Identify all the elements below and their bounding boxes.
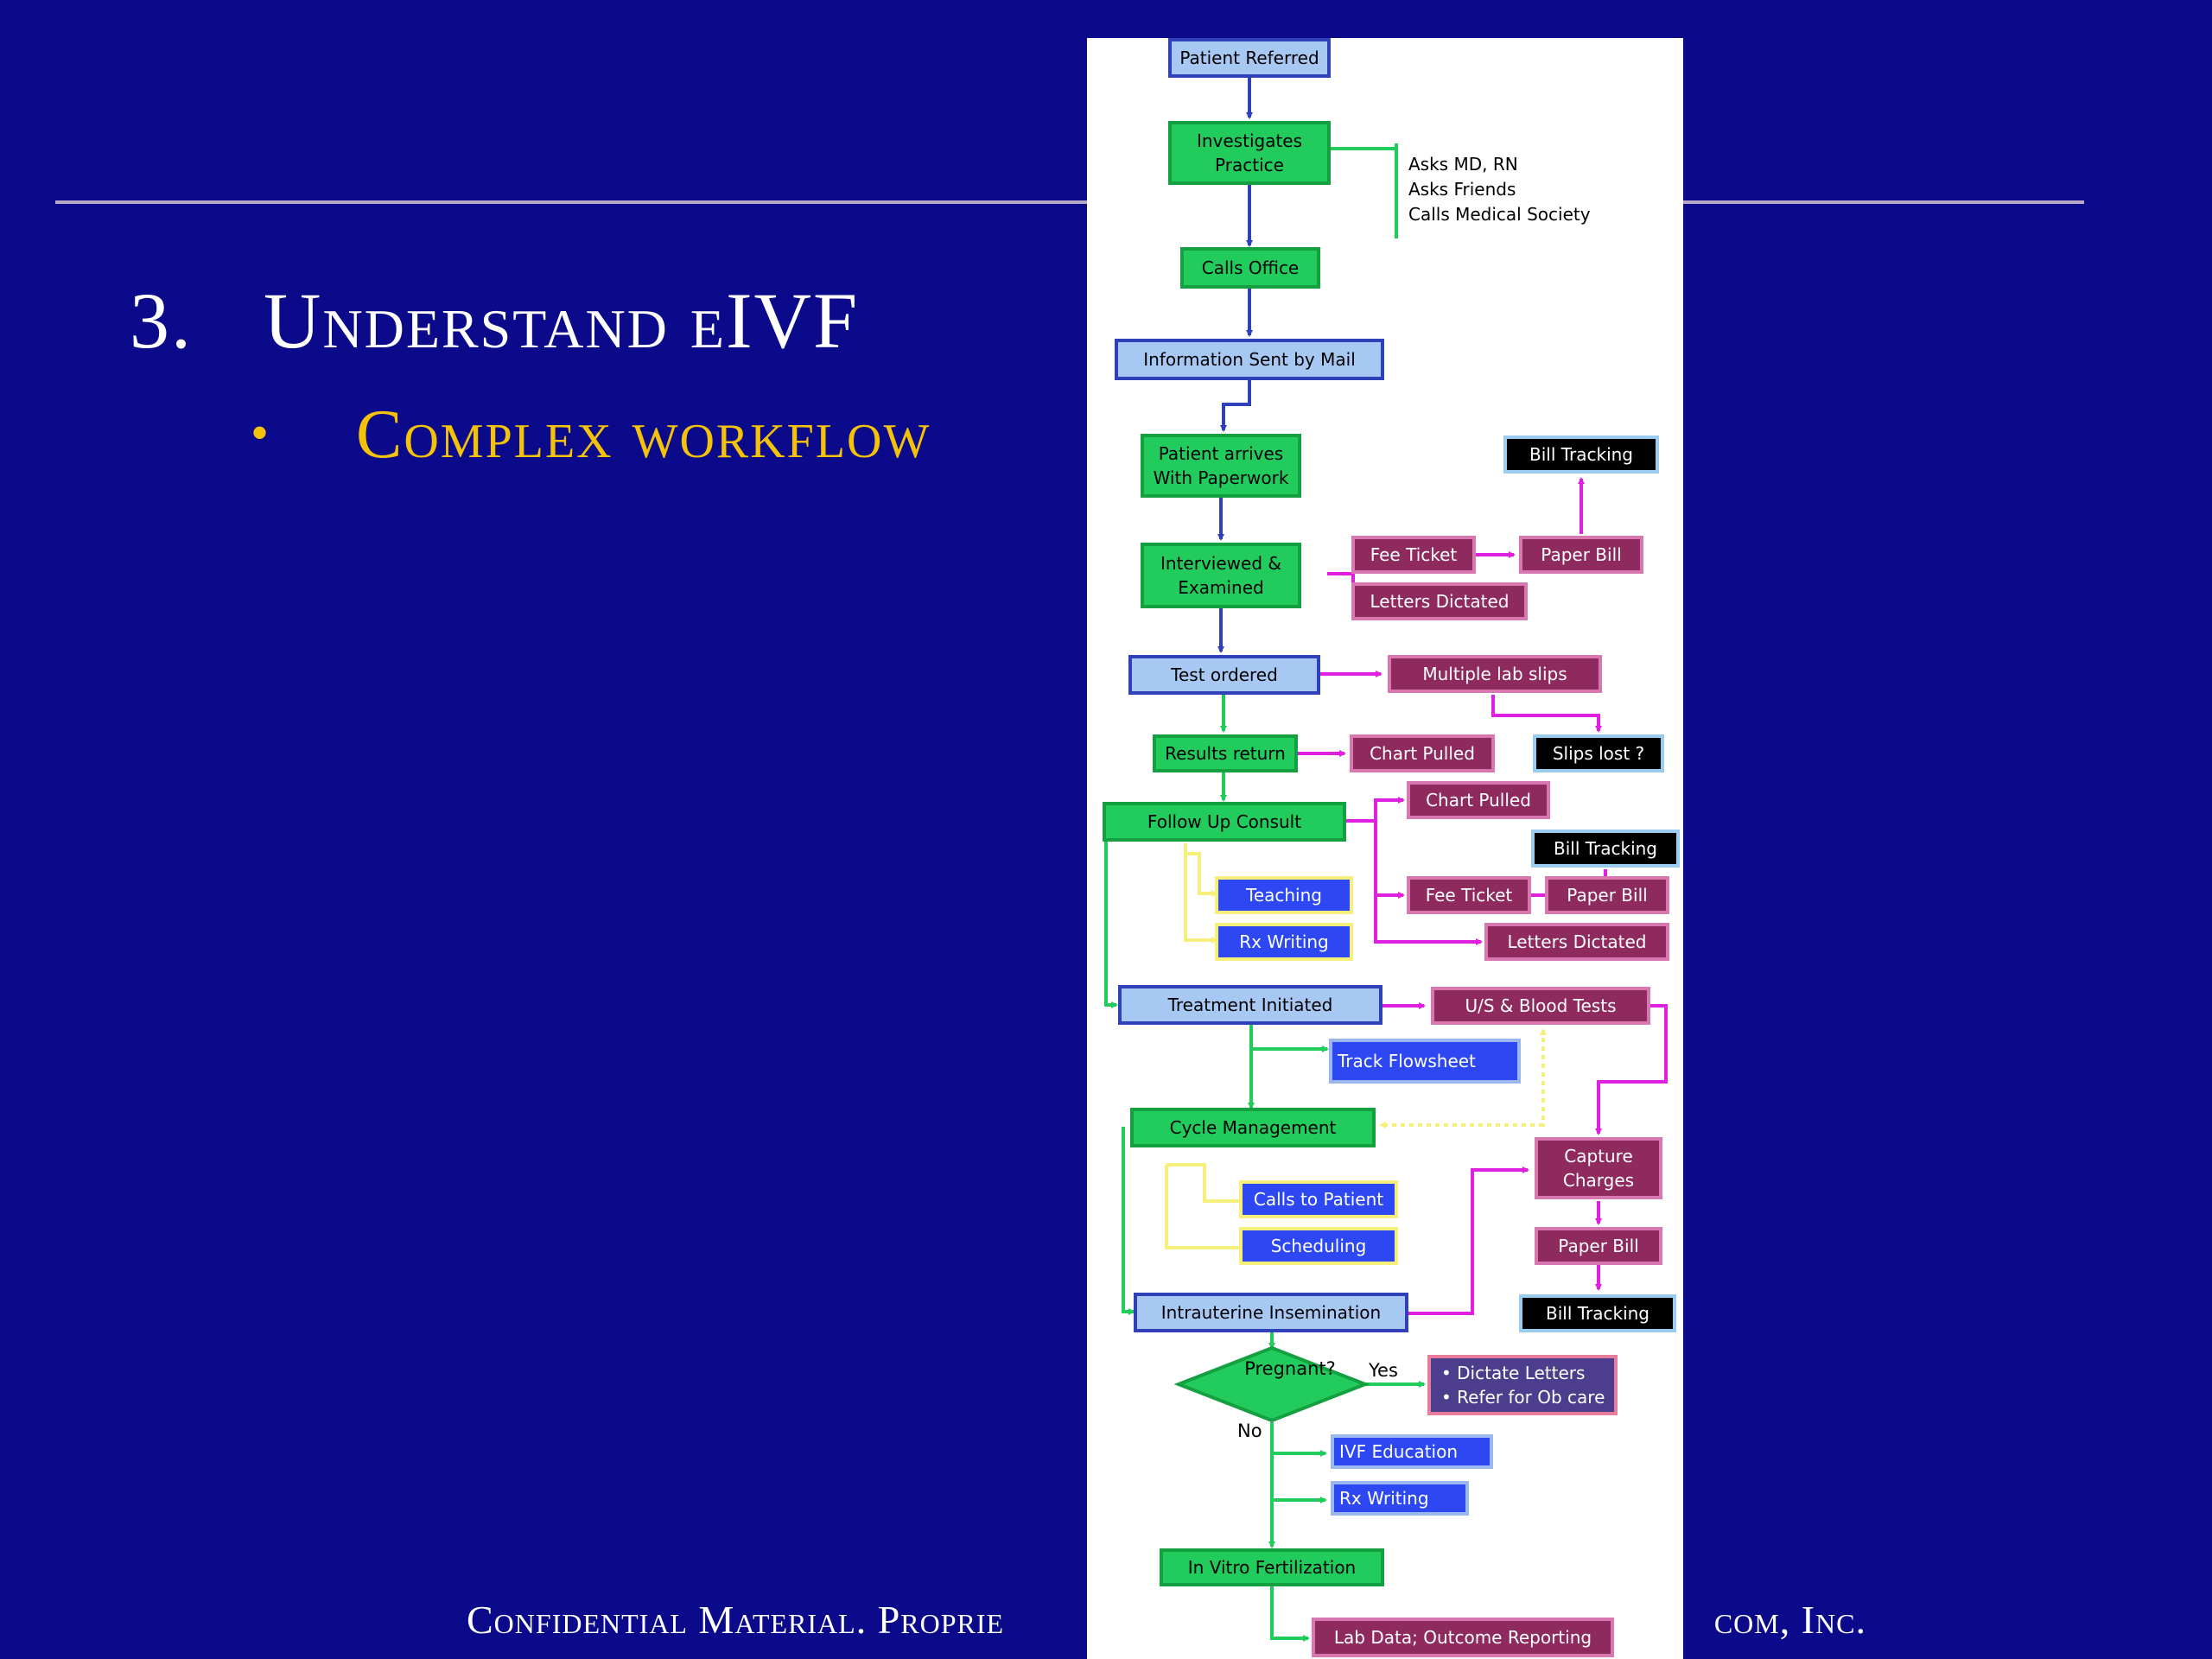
- node-investigates-practice: Investigates Practice: [1168, 121, 1331, 185]
- note-line: Asks Friends: [1408, 179, 1516, 200]
- workflow-diagram: Patient Referred Investigates Practice A…: [1087, 38, 1683, 1659]
- note-line: Asks MD, RN: [1408, 154, 1518, 175]
- node-treatment-initiated: Treatment Initiated: [1118, 985, 1382, 1025]
- edge-cycle-calls: [1166, 1163, 1246, 1205]
- node-letters-dictated-1: Letters Dictated: [1351, 582, 1528, 620]
- edge-cycle-us-dashed: [1540, 1028, 1547, 1127]
- bullet-text: Complex workflow: [356, 397, 931, 473]
- title-rule: [55, 200, 2084, 204]
- node-lab-data-outcome-reporting: Lab Data; Outcome Reporting: [1312, 1618, 1614, 1657]
- footer-right: com, Inc.: [1713, 1598, 1866, 1642]
- edge-iui-capture: [1408, 1166, 1529, 1315]
- node-bill-tracking-1: Bill Tracking: [1503, 435, 1659, 474]
- node-rx-writing-2: Rx Writing: [1331, 1481, 1469, 1516]
- node-paper-bill-1: Paper Bill: [1519, 536, 1643, 574]
- node-scheduling: Scheduling: [1239, 1227, 1398, 1265]
- node-calls-office: Calls Office: [1180, 247, 1320, 289]
- node-ivf-education: IVF Education: [1331, 1434, 1493, 1469]
- edge-labslips-lost: [1491, 695, 1602, 733]
- node-line: Practice: [1215, 155, 1284, 175]
- footer-left: Confidential Material. Proprie: [467, 1598, 1005, 1642]
- bullet-item: • Complex workflow: [251, 396, 931, 474]
- edge-followup-rx: [1184, 843, 1218, 944]
- node-in-vitro-fertilization: In Vitro Fertilization: [1160, 1548, 1384, 1586]
- note-line: Calls Medical Society: [1408, 204, 1591, 225]
- node-line: Examined: [1178, 577, 1264, 598]
- node-us-blood-tests: U/S & Blood Tests: [1431, 987, 1650, 1025]
- node-pregnant-outcome: • Dictate Letters • Refer for Ob care: [1427, 1355, 1618, 1415]
- pregnant-decision-label: Pregnant?: [1244, 1358, 1336, 1379]
- node-line: • Dictate Letters: [1441, 1363, 1586, 1383]
- node-line: Charges: [1562, 1170, 1635, 1191]
- edge-followup-treatment: [1104, 823, 1118, 1008]
- node-patient-referred: Patient Referred: [1168, 38, 1331, 78]
- node-capture-charges: Capture Charges: [1535, 1137, 1662, 1199]
- node-bill-tracking-2: Bill Tracking: [1531, 830, 1680, 868]
- edge-followup-letters: [1374, 895, 1483, 945]
- edge-followup-fee: [1374, 821, 1405, 899]
- slide-number: 3.: [130, 276, 193, 365]
- node-paper-bill-2: Paper Bill: [1545, 876, 1669, 914]
- edge-cycle-scheduling: [1165, 1165, 1246, 1251]
- node-follow-up-consult: Follow Up Consult: [1103, 802, 1346, 842]
- node-teaching: Teaching: [1215, 876, 1353, 914]
- node-line: • Refer for Ob care: [1441, 1387, 1605, 1408]
- node-letters-dictated-2: Letters Dictated: [1484, 923, 1669, 961]
- node-line: Capture: [1564, 1146, 1633, 1166]
- node-cycle-management: Cycle Management: [1130, 1108, 1376, 1147]
- node-chart-pulled-1: Chart Pulled: [1350, 734, 1495, 772]
- no-label: No: [1237, 1421, 1262, 1441]
- node-slips-lost: Slips lost ?: [1533, 734, 1664, 772]
- node-line: Patient arrives: [1158, 443, 1284, 464]
- edge-ivf-labdata: [1270, 1585, 1310, 1642]
- edge-cycle-iui: [1122, 1127, 1135, 1315]
- investigation-notes: Asks MD, RN Asks Friends Calls Medical S…: [1408, 152, 1591, 227]
- node-bill-tracking-3: Bill Tracking: [1519, 1294, 1676, 1332]
- pregnant-decision-diamond: [1173, 1345, 1370, 1423]
- node-intrauterine-insemination: Intrauterine Insemination: [1134, 1293, 1408, 1332]
- bullet-marker: •: [251, 404, 271, 461]
- node-patient-arrives: Patient arrives With Paperwork: [1141, 434, 1301, 498]
- edge-followup-teaching: [1185, 852, 1218, 897]
- node-paper-bill-3: Paper Bill: [1535, 1227, 1662, 1265]
- node-calls-to-patient: Calls to Patient: [1239, 1180, 1398, 1218]
- node-multiple-lab-slips: Multiple lab slips: [1388, 655, 1602, 693]
- edge-info-arrives: [1220, 380, 1251, 432]
- node-interviewed-examined: Interviewed & Examined: [1141, 543, 1301, 608]
- node-line: Investigates: [1196, 130, 1303, 151]
- slide-title: 3. Understand eIVF: [130, 275, 859, 366]
- slide-title-text: Understand eIVF: [264, 276, 860, 365]
- node-information-sent-by-mail: Information Sent by Mail: [1115, 339, 1384, 380]
- yes-label: Yes: [1369, 1360, 1398, 1381]
- node-rx-writing-1: Rx Writing: [1215, 923, 1353, 961]
- node-chart-pulled-2: Chart Pulled: [1407, 781, 1550, 819]
- node-line: Interviewed &: [1160, 553, 1281, 574]
- edge-us-capture: [1595, 1004, 1668, 1135]
- node-track-flowsheet: Track Flowsheet: [1329, 1039, 1521, 1084]
- node-fee-ticket-1: Fee Ticket: [1351, 536, 1476, 574]
- node-test-ordered: Test ordered: [1128, 655, 1320, 695]
- node-results-return: Results return: [1153, 734, 1298, 772]
- footer: Confidential Material. Proprie com, Inc.: [467, 1597, 1866, 1643]
- node-line: With Paperwork: [1153, 467, 1289, 488]
- edge-followup-chart: [1346, 797, 1405, 823]
- node-fee-ticket-2: Fee Ticket: [1407, 876, 1531, 914]
